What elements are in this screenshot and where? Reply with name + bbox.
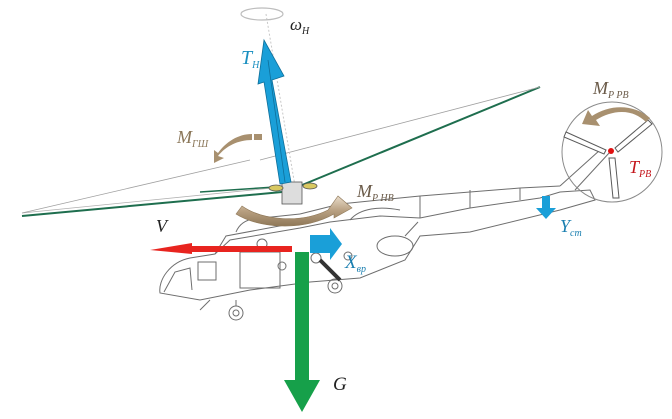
omega-label: ωH bbox=[290, 15, 310, 37]
rotor-blade-left-dark bbox=[21, 191, 283, 217]
tail-rotor-hub-icon bbox=[608, 148, 614, 154]
main-rotor-reactive-moment-arrow bbox=[235, 195, 353, 227]
rotor-blade-right-dark bbox=[289, 86, 541, 191]
helicopter-fuselage bbox=[159, 149, 611, 321]
velocity-arrow bbox=[150, 243, 292, 254]
weight-label: G bbox=[333, 374, 347, 395]
rotor-blade-right-light bbox=[259, 86, 541, 161]
rotor-blade-left-light bbox=[21, 186, 283, 214]
tail-rotor-thrust-label: TPB bbox=[629, 157, 651, 180]
main-rotor-reactive-moment-label: MP HB bbox=[356, 181, 394, 204]
main-rotor-blades bbox=[21, 86, 541, 217]
tail-rotor-moment-arrow bbox=[582, 107, 650, 126]
drag-arrow bbox=[310, 228, 342, 260]
velocity-label: V bbox=[156, 216, 169, 236]
main-thrust-label: TH bbox=[241, 47, 260, 71]
tail-rotor-blade-left bbox=[563, 131, 607, 155]
tail-rotor-blade-right bbox=[614, 119, 653, 153]
tail-rotor-disc bbox=[561, 101, 663, 203]
rotor-hub bbox=[268, 181, 318, 205]
tail-rotor bbox=[561, 101, 663, 203]
rotation-indicator-icon bbox=[240, 7, 284, 21]
stabilizer-force-arrow bbox=[536, 196, 556, 219]
hub-moment-label: MГШ bbox=[176, 127, 209, 150]
main-thrust-arrow bbox=[257, 38, 292, 185]
tail-rotor-blade-down bbox=[608, 157, 620, 199]
drag-label: Xвр bbox=[344, 252, 366, 275]
tail-rotor-moment-label: MP PB bbox=[592, 78, 629, 101]
hub-moment-arrow bbox=[214, 134, 252, 163]
stabilizer-force-label: Ycm bbox=[560, 216, 582, 239]
weight-arrow bbox=[284, 252, 320, 412]
hub-moment-arrow-tail bbox=[254, 134, 262, 140]
rotor-blade-left-top bbox=[21, 159, 251, 214]
